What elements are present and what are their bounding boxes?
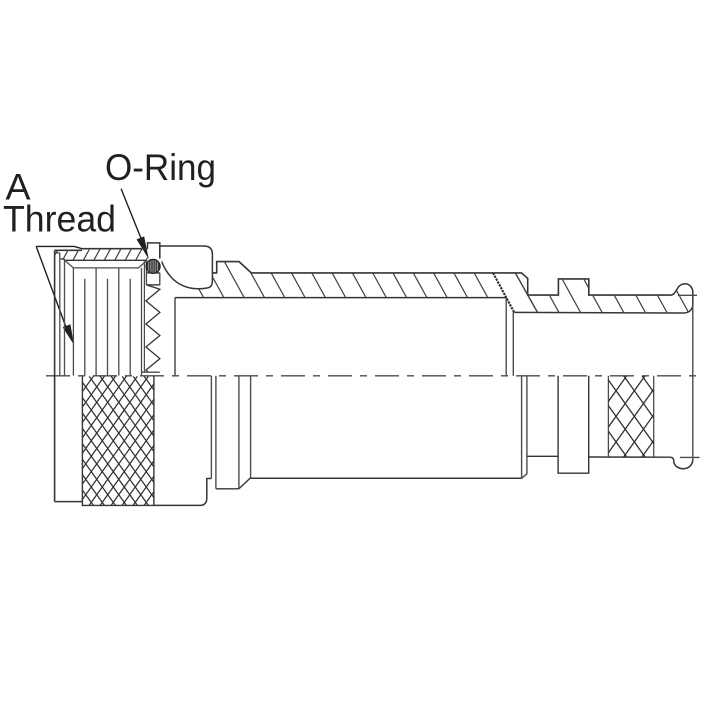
svg-text:Thread: Thread	[3, 197, 116, 239]
svg-text:O-Ring: O-Ring	[105, 146, 216, 188]
